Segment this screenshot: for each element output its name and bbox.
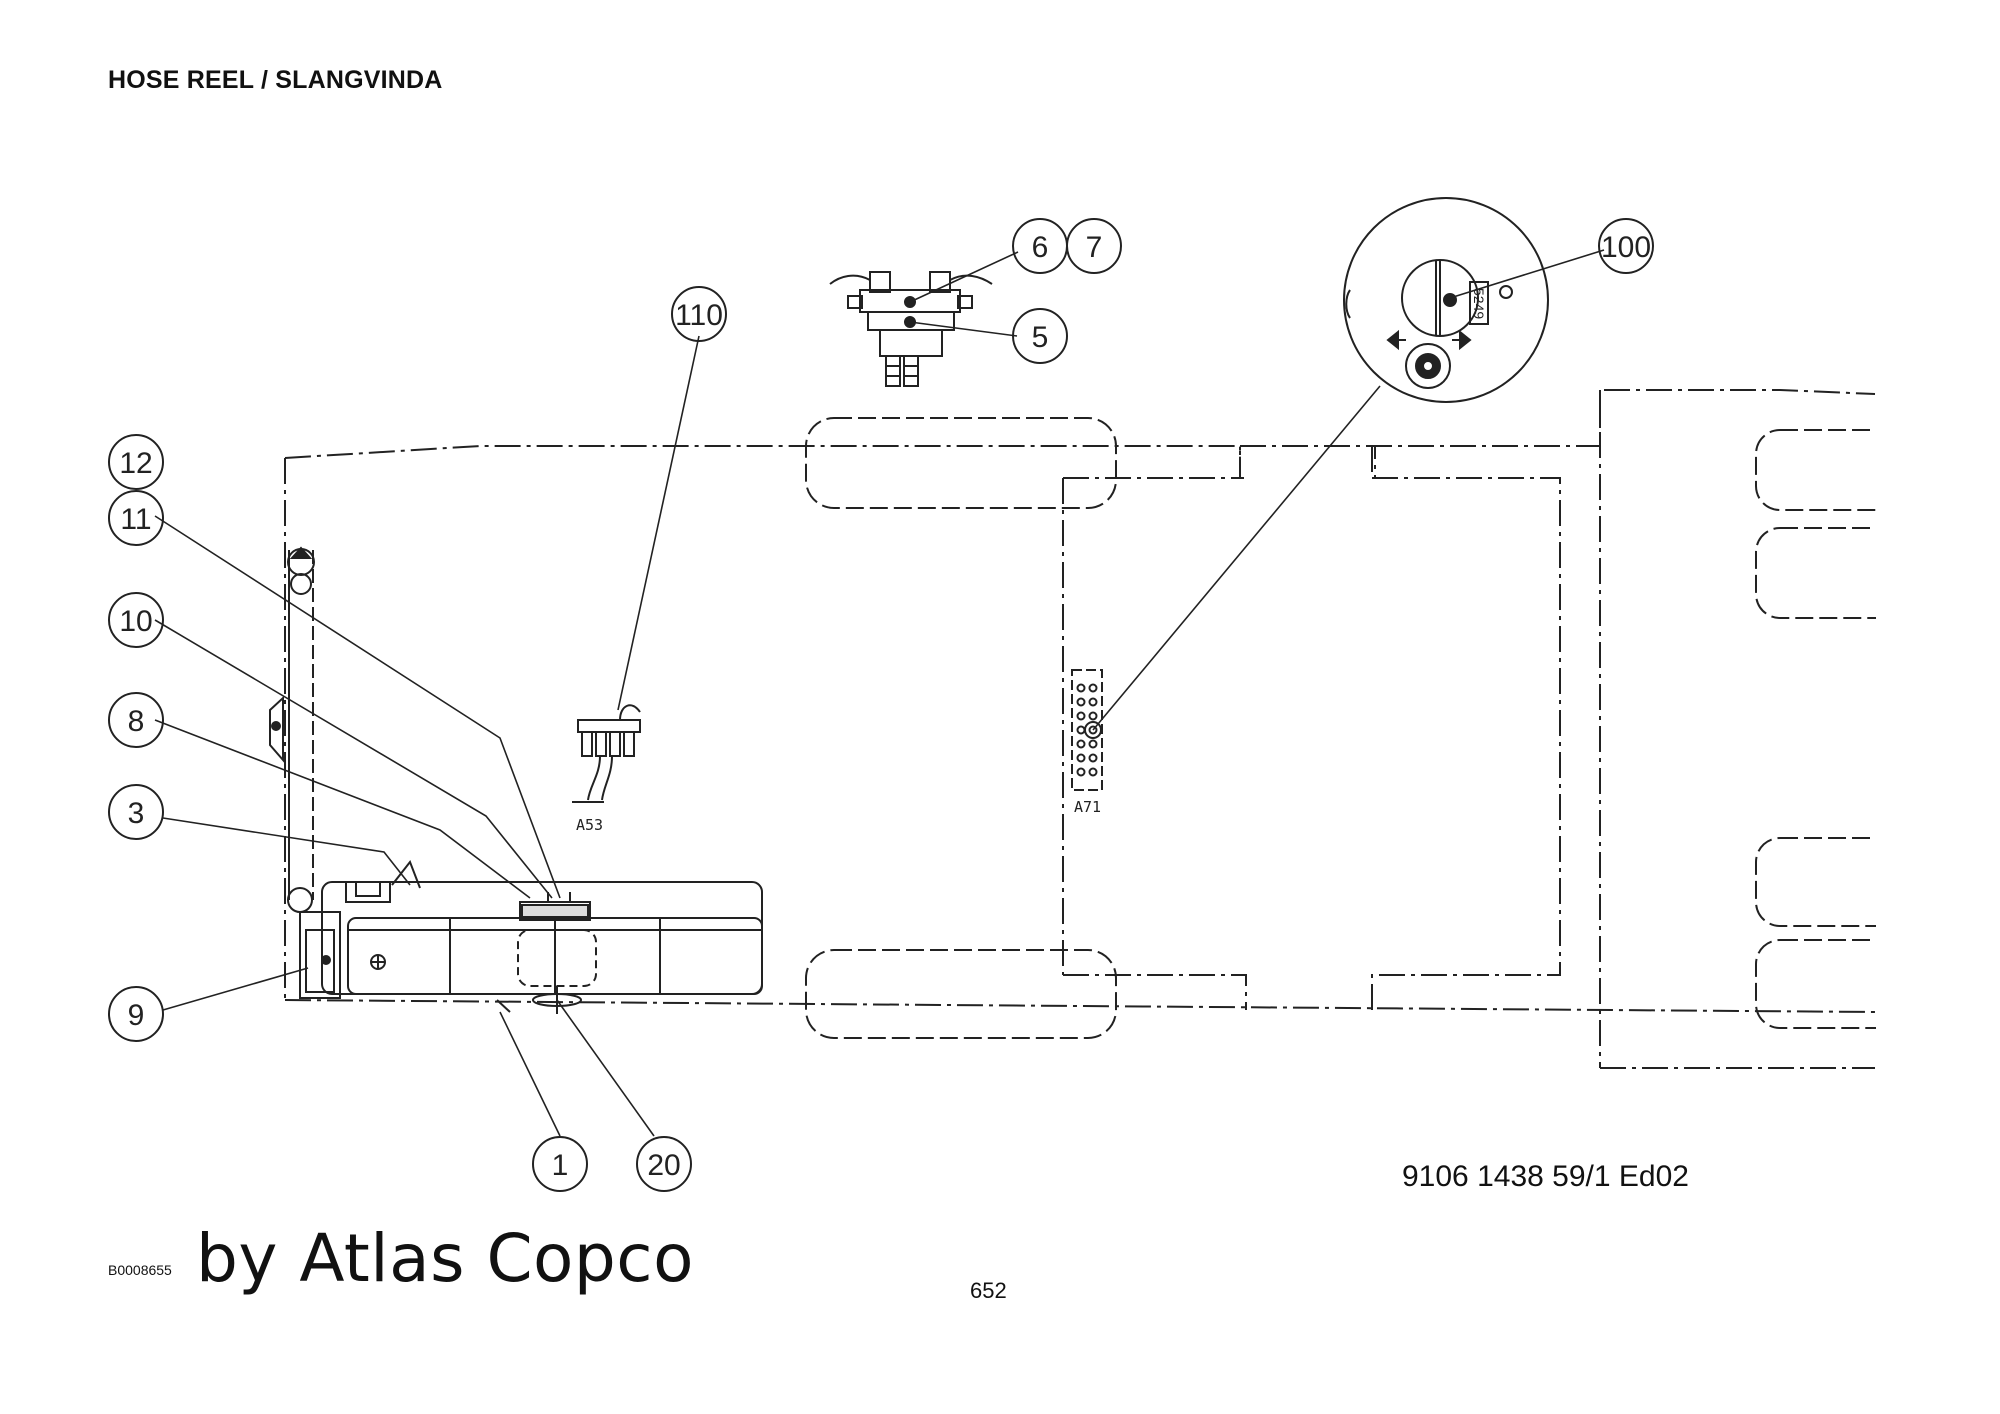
detail-view — [1343, 197, 1549, 403]
page-number: 652 — [970, 1278, 1007, 1303]
callout-9 — [108, 986, 164, 1042]
callout-12 — [108, 434, 164, 490]
callout-3 — [108, 784, 164, 840]
callout-11-text: 11 — [120, 503, 151, 536]
callout-5 — [1012, 308, 1068, 364]
callout-100-text: 100 — [1601, 231, 1651, 264]
hose-reel-assembly — [299, 859, 763, 1014]
page-title: HOSE REEL / SLANGVINDA — [108, 66, 443, 94]
valve-block — [829, 271, 993, 387]
callout-11 — [108, 490, 164, 546]
callout-100 — [1598, 218, 1654, 274]
callout-9-text: 9 — [128, 999, 145, 1032]
label-detail-code: 5249 — [1471, 288, 1487, 319]
label-a53: A53 — [576, 816, 603, 834]
component-a53 — [572, 704, 641, 803]
left-frame-bar — [269, 546, 315, 913]
callout-7 — [1066, 218, 1122, 274]
callout-3-text: 3 — [128, 797, 145, 830]
label-a71: A71 — [1074, 798, 1101, 816]
callout-10-text: 10 — [119, 605, 152, 638]
chassis-outline — [284, 389, 1876, 1069]
callout-1-text: 1 — [552, 1149, 569, 1182]
callout-7-text: 7 — [1086, 231, 1103, 264]
component-a71 — [1071, 669, 1103, 791]
callout-8-text: 8 — [128, 705, 145, 738]
callout-110 — [671, 286, 727, 342]
callout-10 — [108, 592, 164, 648]
callout-5-text: 5 — [1032, 321, 1049, 354]
callout-1 — [532, 1136, 588, 1192]
callout-20-text: 20 — [647, 1149, 680, 1182]
brand-text: by Atlas Copco — [196, 1220, 694, 1297]
callout-20 — [636, 1136, 692, 1192]
callout-12-text: 12 — [119, 447, 152, 480]
callout-8 — [108, 692, 164, 748]
callout-110-text: 110 — [675, 299, 723, 332]
callout-6-text: 6 — [1032, 231, 1049, 264]
document-number: 9106 1438 59/1 Ed02 — [1402, 1160, 1689, 1193]
leader-lines — [154, 249, 1605, 1137]
wheels — [805, 417, 1907, 1039]
image-code: B0008655 — [108, 1262, 172, 1278]
callout-bubbles — [108, 218, 1654, 1192]
